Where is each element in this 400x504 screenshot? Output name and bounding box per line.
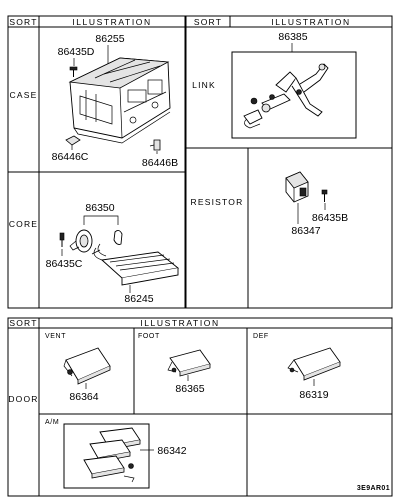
- sort-door-label: DOOR: [8, 394, 38, 404]
- part-number-86435D: 86435D: [58, 46, 95, 58]
- drawing-code: 3E9AR01: [357, 485, 390, 492]
- link-lever-drawing: [243, 63, 329, 129]
- heater-core-86245-drawing: [91, 243, 180, 286]
- resistor-86347-drawing: [285, 171, 309, 203]
- illustration-header-right: ILLUSTRATION: [271, 17, 351, 27]
- sort-header-bottom: SORT: [9, 318, 37, 328]
- vent-door-drawing: [63, 347, 111, 385]
- foot-label: FOOT: [138, 333, 160, 340]
- foot-door-cell: FOOT 86365: [138, 333, 211, 395]
- part-number-86342: 86342: [157, 445, 186, 457]
- part-number-86365: 86365: [175, 383, 204, 395]
- top-right-table: SORT ILLUSTRATION LINK RESISTOR: [185, 15, 393, 309]
- def-door-cell: DEF 86319: [253, 333, 341, 401]
- part-number-86446B: 86446B: [142, 157, 178, 169]
- sort-header: SORT: [9, 17, 37, 27]
- part-number-86319: 86319: [299, 389, 328, 401]
- case-illustration: 86255 86435D 86446C 86446B: [52, 33, 178, 169]
- seal-86350-drawing: [69, 229, 123, 253]
- part-number-86446C: 86446C: [52, 151, 89, 163]
- foot-door-drawing: [167, 349, 211, 377]
- sort-core-label: CORE: [9, 219, 38, 229]
- part-number-86385: 86385: [278, 31, 307, 43]
- top-left-table: SORT ILLUSTRATION CASE CORE: [7, 15, 186, 309]
- bottom-table: SORT ILLUSTRATION DOOR VENT 86364 FOOT: [7, 317, 393, 497]
- def-label: DEF: [253, 333, 269, 340]
- link-illustration: 86385: [231, 31, 357, 139]
- am-door-cell: A/M 86342: [45, 419, 187, 489]
- clip-86446C-drawing: [65, 135, 81, 148]
- am-door-drawing: [83, 427, 141, 483]
- sort-case-label: CASE: [10, 90, 38, 100]
- part-number-86350: 86350: [85, 202, 114, 214]
- illustration-header-bottom: ILLUSTRATION: [140, 318, 220, 328]
- part-number-86364: 86364: [69, 391, 98, 403]
- sort-link-label: LINK: [192, 80, 216, 90]
- resistor-illustration: 86435B 86347: [247, 148, 348, 308]
- part-number-86347: 86347: [291, 225, 320, 237]
- part-number-86435B: 86435B: [312, 212, 348, 224]
- vent-label: VENT: [45, 333, 66, 340]
- part-number-86245: 86245: [124, 293, 153, 305]
- screw-86435B-drawing: [321, 189, 328, 202]
- illustration-header: ILLUSTRATION: [72, 17, 152, 27]
- screw-86435C-drawing: [59, 232, 65, 247]
- clip-86446B-drawing: [149, 139, 161, 151]
- screw-86435D-drawing: [69, 66, 78, 77]
- part-number-86435C: 86435C: [46, 258, 83, 270]
- am-label: A/M: [45, 419, 59, 426]
- heater-case-drawing: [68, 57, 171, 144]
- part-number-86255: 86255: [95, 33, 124, 45]
- sort-header-right: SORT: [194, 17, 222, 27]
- def-door-drawing: [287, 347, 341, 381]
- sort-resistor-label: RESISTOR: [191, 197, 244, 207]
- vent-door-cell: VENT 86364: [45, 333, 111, 403]
- core-illustration: 86350 86435C 86245: [46, 202, 180, 305]
